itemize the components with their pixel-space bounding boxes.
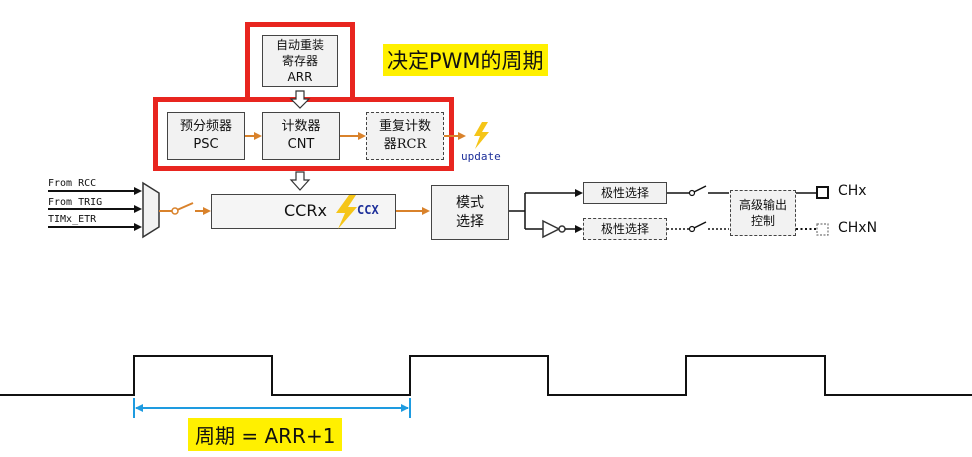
arr-to-cnt-arrow — [289, 90, 311, 109]
mode-line1: 模式 — [456, 194, 484, 211]
mode-select-box: 模式 选择 — [431, 185, 509, 240]
period-formula-highlight: 周期 = ARR+1 — [188, 418, 343, 451]
bottom-switch-blade — [693, 221, 707, 229]
polarity-bottom-box: 极性选择 — [583, 218, 667, 240]
bottom-switch-contact — [688, 225, 696, 233]
chx-label: CHx — [838, 183, 867, 199]
ccr-box — [211, 194, 396, 229]
arr-line3: ARR — [287, 70, 313, 85]
adv-output-line1: 高级输出 — [738, 197, 787, 212]
input-timx-etr: TIMx_ETR — [48, 214, 97, 225]
polarity-top-label: 极性选择 — [600, 185, 649, 200]
psc-line2: PSC — [193, 137, 219, 152]
psc-line1: 预分频器 — [179, 119, 232, 135]
arr-line1: 自动重装 — [275, 37, 324, 52]
update-label: update — [461, 150, 501, 163]
inverter-symbol — [542, 219, 561, 239]
rcr-line2: 器RCR — [383, 137, 427, 152]
input-from-rcc: From RCC — [48, 178, 97, 189]
polarity-bottom-label: 极性选择 — [600, 221, 649, 236]
red-frame-top — [245, 22, 355, 102]
cnt-line1: 计数器 — [281, 119, 321, 135]
input-mux — [142, 181, 160, 239]
arr-box: 自动重装 寄存器 ARR — [262, 35, 338, 87]
cnt-box: 计数器 CNT — [262, 112, 340, 160]
psc-box: 预分频器 PSC — [167, 112, 245, 160]
ccr-switch-contact — [171, 207, 179, 215]
pwm-period-highlight: 决定PWM的周期 — [383, 44, 548, 76]
ccr-switch-blade — [176, 202, 194, 211]
top-switch-contact — [688, 189, 696, 197]
adv-output-box: 高级输出 控制 — [730, 190, 796, 236]
mode-line2: 选择 — [456, 213, 484, 230]
inverter-bubble — [558, 225, 566, 233]
chx-pin — [816, 186, 829, 199]
update-lightning-icon — [474, 122, 489, 149]
cnt-line2: CNT — [287, 137, 315, 152]
rcr-line1: 重复计数 — [378, 119, 431, 135]
chxn-label: CHxN — [838, 220, 878, 236]
input-from-trig: From TRIG — [48, 197, 103, 208]
ccx-lightning-icon — [336, 195, 357, 229]
chxn-pin — [816, 223, 829, 236]
adv-output-line2: 控制 — [750, 214, 775, 228]
ccr-label: CCRx — [284, 201, 327, 220]
top-switch-blade — [693, 185, 707, 193]
rcr-box: 重复计数 器RCR — [366, 112, 444, 160]
arr-line2: 寄存器 — [281, 53, 318, 68]
pwm-waveform — [0, 355, 972, 396]
cnt-to-ccr-arrow — [289, 171, 311, 191]
ccx-event-label: CCX — [357, 203, 379, 217]
polarity-top-box: 极性选择 — [583, 182, 667, 204]
